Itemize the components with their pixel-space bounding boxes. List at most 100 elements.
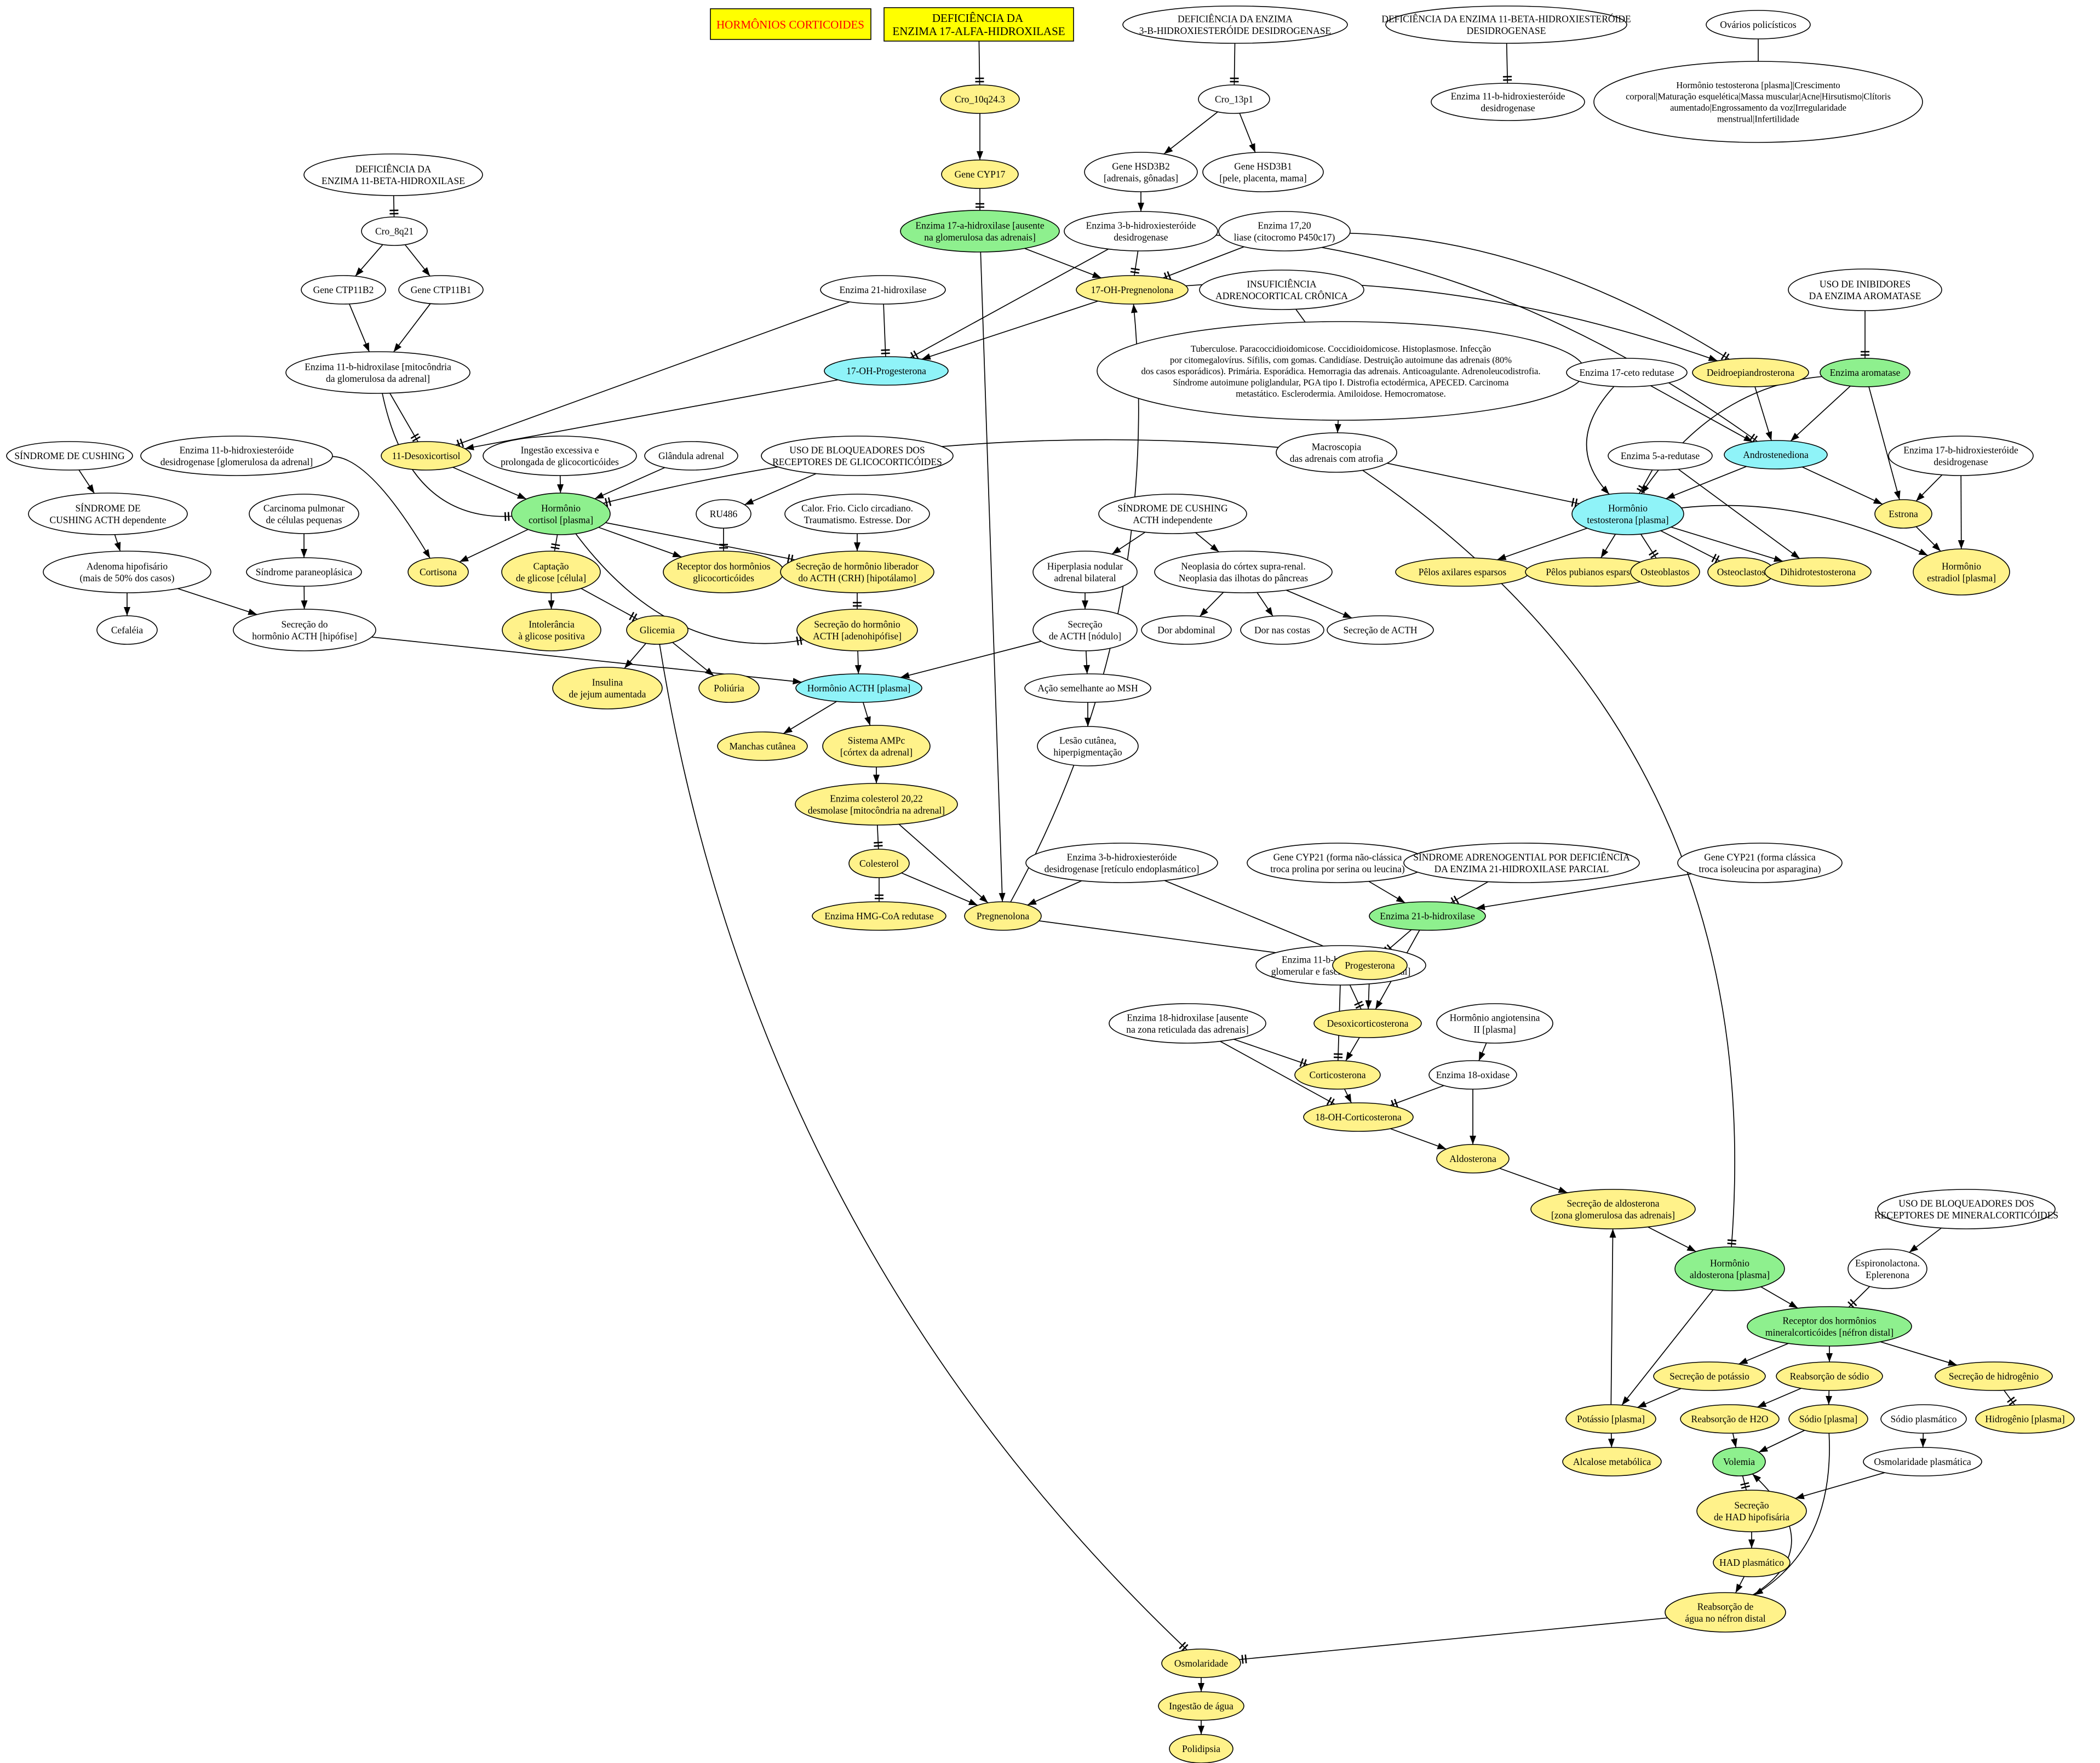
node-label-line: 17-OH-Pregnenolona [1091,284,1174,295]
edge-desoxicortisol-to-cortisol [452,467,527,500]
edge-tuberc-to-macro [1334,420,1341,433]
arrowhead [355,267,364,277]
edge-line [1648,1226,1696,1252]
edge-osmol_plasm-to-had_sec [1795,1472,1885,1499]
node-label-line: 18-OH-Corticosterona [1315,1112,1402,1123]
arrowhead [1918,548,1928,556]
node-ellipse [1327,615,1434,645]
node-label: Pêlos axilares esparsos [1419,566,1507,577]
arrowhead [1083,665,1090,674]
edge-cortisol-to-receptor_gc [598,526,682,558]
node-cefaleia: Cefaléia [96,615,158,645]
inhibition-bar [1714,555,1720,564]
node-label-line: II [plasma] [1473,1024,1516,1035]
node-label-line: SÍNDROME DE CUSHING [14,450,125,461]
node-label: Enzima HMG-CoA redutase [824,911,933,921]
arrowhead [1210,543,1219,552]
inhibition-bar [1167,271,1172,280]
node-ellipse [795,783,958,826]
edge-line [901,872,978,906]
edge-sind_adreno-to-enz21b [1450,881,1489,906]
arrowhead [1909,1244,1919,1252]
node-label: SÍNDROME DE CUSHING [14,450,125,461]
inhibition-bar [1299,1058,1304,1067]
edge-uso_arom-to-arom [1861,311,1869,358]
node-ellipse [940,84,1020,114]
node-label-line: [zona glomerulosa das adrenais] [1551,1210,1675,1221]
edge-line [1350,232,1730,360]
edge-line [1848,1286,1871,1308]
edge-line [452,467,527,500]
edge-line [1650,385,1753,443]
node-hsd3b2: Gene HSD3B2[adrenais, gônadas] [1084,152,1198,192]
arrowhead [900,672,910,679]
inhibition-bar [1181,1644,1189,1652]
node-label-line: desidrogenase [1481,102,1535,113]
edge-enz17b-to-estrona [1915,474,1943,502]
node-sec_hidrogenio: Secreção de hidrogênio [1935,1361,2053,1391]
node-label-line: DESIDROGENASE [1467,25,1546,36]
edge-sind_cush-to-sind_cush_dep [78,470,95,494]
node-label-line: Enzima 3-b-hidroxiesteróide [1086,220,1196,231]
inhibition-bar [881,349,890,351]
node-ellipse [301,275,386,305]
edge-testo-to-dihidro [1671,526,1783,562]
node-arom: Enzima aromatase [1820,358,1910,387]
inhibition-bar [1574,498,1578,508]
node-enz21b: Enzima 21-b-hidroxilase [1369,901,1486,931]
node-ellipse [303,153,483,196]
node-ellipse [1724,440,1828,470]
edge-secrecao_acth_nod-to-acth [900,640,1042,679]
inhibition-bar [1740,1482,1749,1486]
node-sodio_plasm: Sódio plasmático [1880,1404,1967,1434]
inhibition-bar [881,352,890,354]
edge-line [1754,386,1772,441]
node-label-line: Osmolaridade [1174,1658,1228,1669]
inhibition-bar [1179,1641,1186,1650]
node-label: Deidroepiandrosterona [1707,367,1795,378]
arrowhead [1265,607,1273,616]
node-ellipse [1566,358,1688,387]
edge-estrona-to-estradiol [1915,526,1941,552]
node-label-line: [córtex da adrenal] [840,747,913,758]
node-label-line: Secreção [1734,1499,1769,1510]
edge-glicemia-to-poliuria [672,642,714,677]
inhibition-bar [1131,267,1140,271]
node-label-line: Hormônio [1942,560,1981,571]
node-label-line: Enzima 17-a-hidroxilase [ausente [915,220,1044,231]
arrowhead [705,667,714,676]
node-ellipse [761,436,954,476]
edge-line [1660,530,1720,562]
subject-box [883,7,1074,42]
edge-line [1163,111,1218,154]
node-label-line: Enzima colesterol 20,22 [830,793,923,804]
arrowhead [1344,1094,1352,1103]
node-label: Volemia [1723,1456,1755,1467]
node-label-line: de jejum aumentada [569,689,646,700]
node-label-line: Hormônio [541,502,581,513]
edge-colesterol-to-hmgcoa [875,878,883,902]
node-ellipse [1562,1447,1662,1476]
node-label-line: troca isoleucina por asparagina) [1699,863,1821,874]
node-ellipse [1571,493,1684,535]
node-label: Ação semelhante ao MSH [1037,683,1138,694]
node-label-line: Deidroepiandrosterona [1707,367,1795,378]
node-label-line: Osmolaridade plasmática [1874,1456,1971,1467]
node-ellipse [361,216,428,246]
node-reab_h2o: Reabsorção de H2O [1680,1404,1780,1434]
node-ellipse [511,493,611,535]
node-testo_sym: Hormônio testosterona [plasma]|Crescimen… [1593,61,1923,143]
arrowhead [1092,272,1101,278]
edge-enz11b_zona-to-desoxicort [1349,984,1364,1010]
node-label: Gene CTP11B1 [411,284,472,295]
node-ellipse [1913,548,2010,596]
